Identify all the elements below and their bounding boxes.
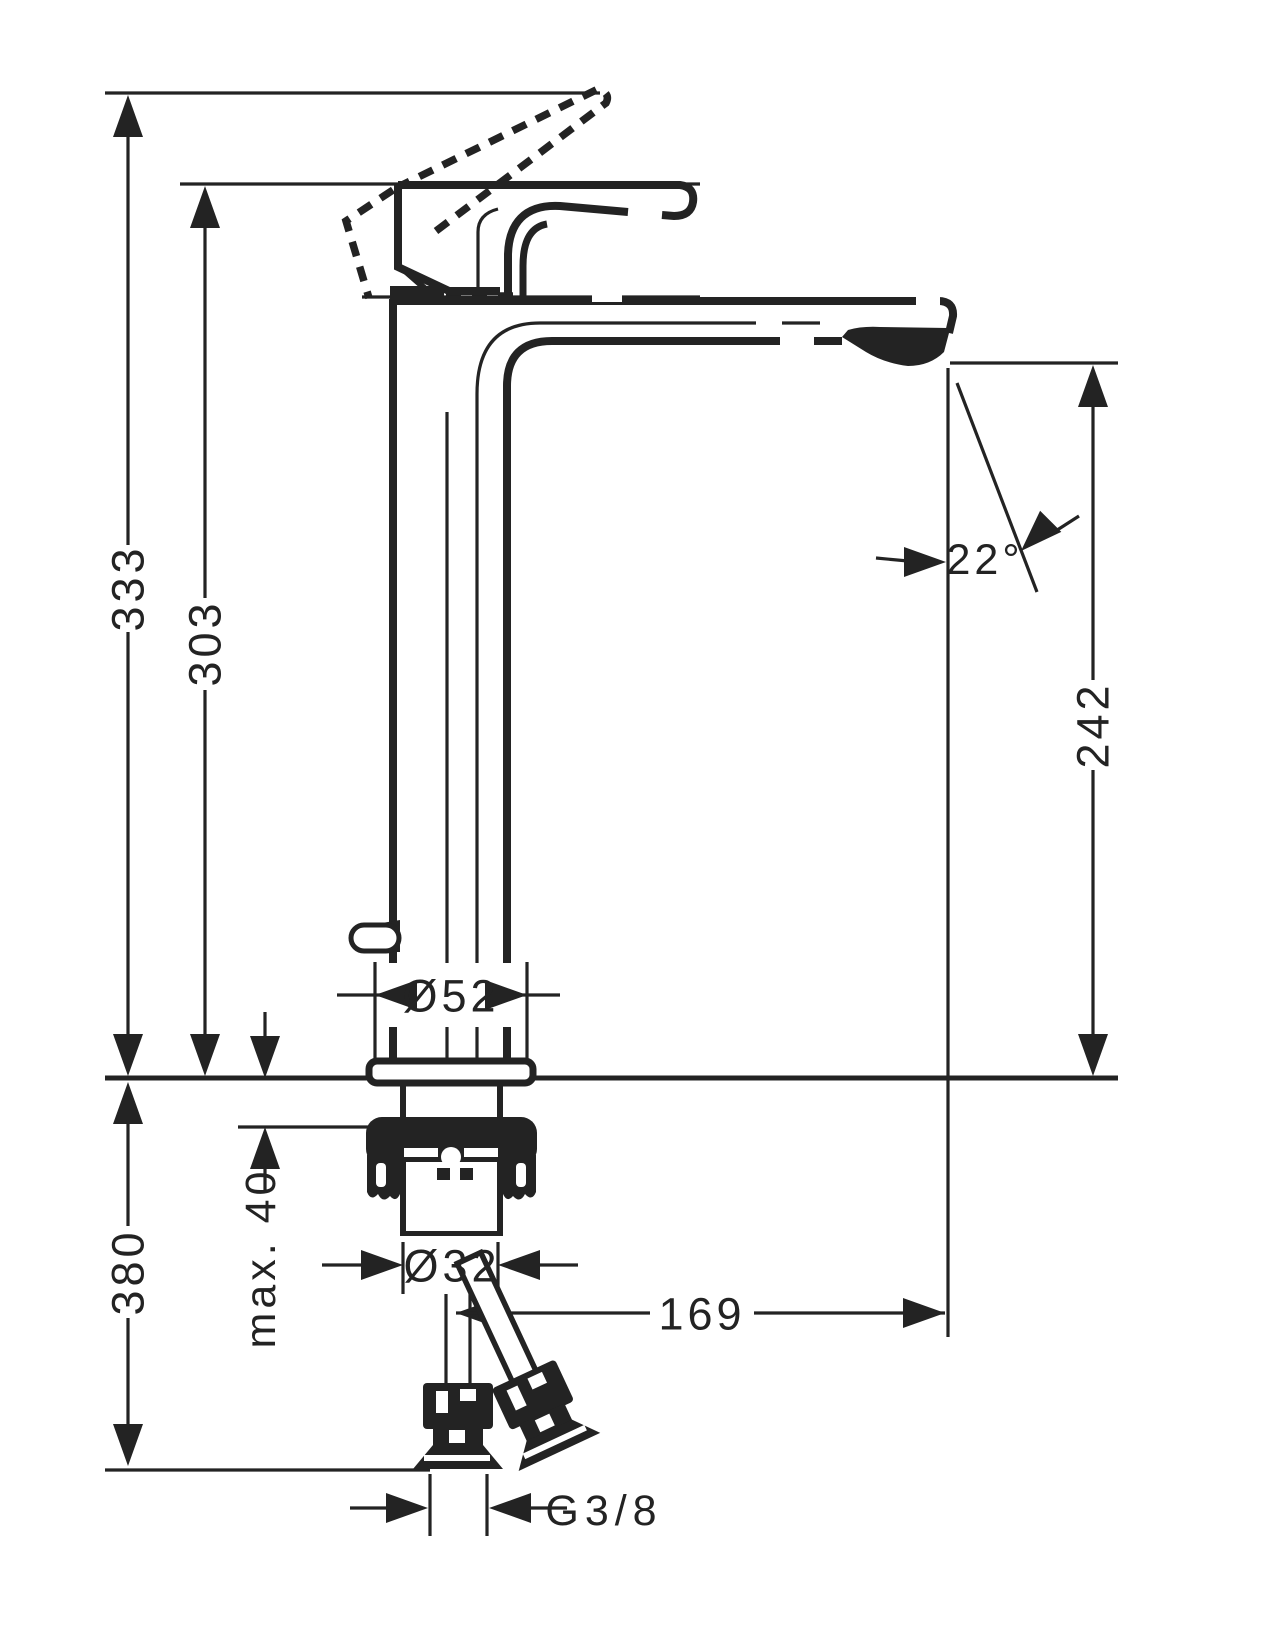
base-flange (365, 1057, 537, 1087)
spout-aerator (842, 326, 949, 366)
dim-overall-height-label: 333 (103, 544, 154, 631)
dim-max-thickness-label: max. 40 (237, 1168, 285, 1349)
dim-spout-reach-label: 169 (658, 1289, 745, 1340)
dim-spout-angle-label: 22° (946, 536, 1023, 584)
dimension-spout-angle (875, 382, 1080, 593)
dimension-handle-height (190, 186, 220, 1076)
dim-connection-thread-label: G3/8 (545, 1487, 662, 1535)
dim-handle-height-label: 303 (180, 599, 231, 686)
dimension-supply-connection (350, 1474, 567, 1536)
handle-lever (362, 181, 700, 302)
mounting-washer-and-nut (366, 1117, 537, 1200)
supply-hose-angled (453, 1248, 601, 1471)
dim-base-diameter-label: Ø52 (402, 971, 499, 1022)
shank-lower-body (400, 1162, 503, 1239)
dimension-base-diameter (337, 962, 560, 1060)
dimension-hose-drop (113, 1082, 143, 1466)
faucet-body-and-spout (389, 293, 958, 1062)
supply-hose-vertical-connector (413, 1383, 503, 1469)
pop-up-rod (348, 920, 402, 954)
dim-spout-height-label: 242 (1068, 681, 1119, 768)
dimension-overall-height (113, 95, 143, 1076)
dimension-max-mounting-thickness (250, 1012, 280, 1192)
dimension-spout-outlet-height (1078, 365, 1108, 1076)
dim-hose-drop-label: 380 (103, 1228, 154, 1315)
mounting-shank (400, 1083, 503, 1120)
dim-hole-diameter-label: Ø32 (403, 1241, 500, 1292)
